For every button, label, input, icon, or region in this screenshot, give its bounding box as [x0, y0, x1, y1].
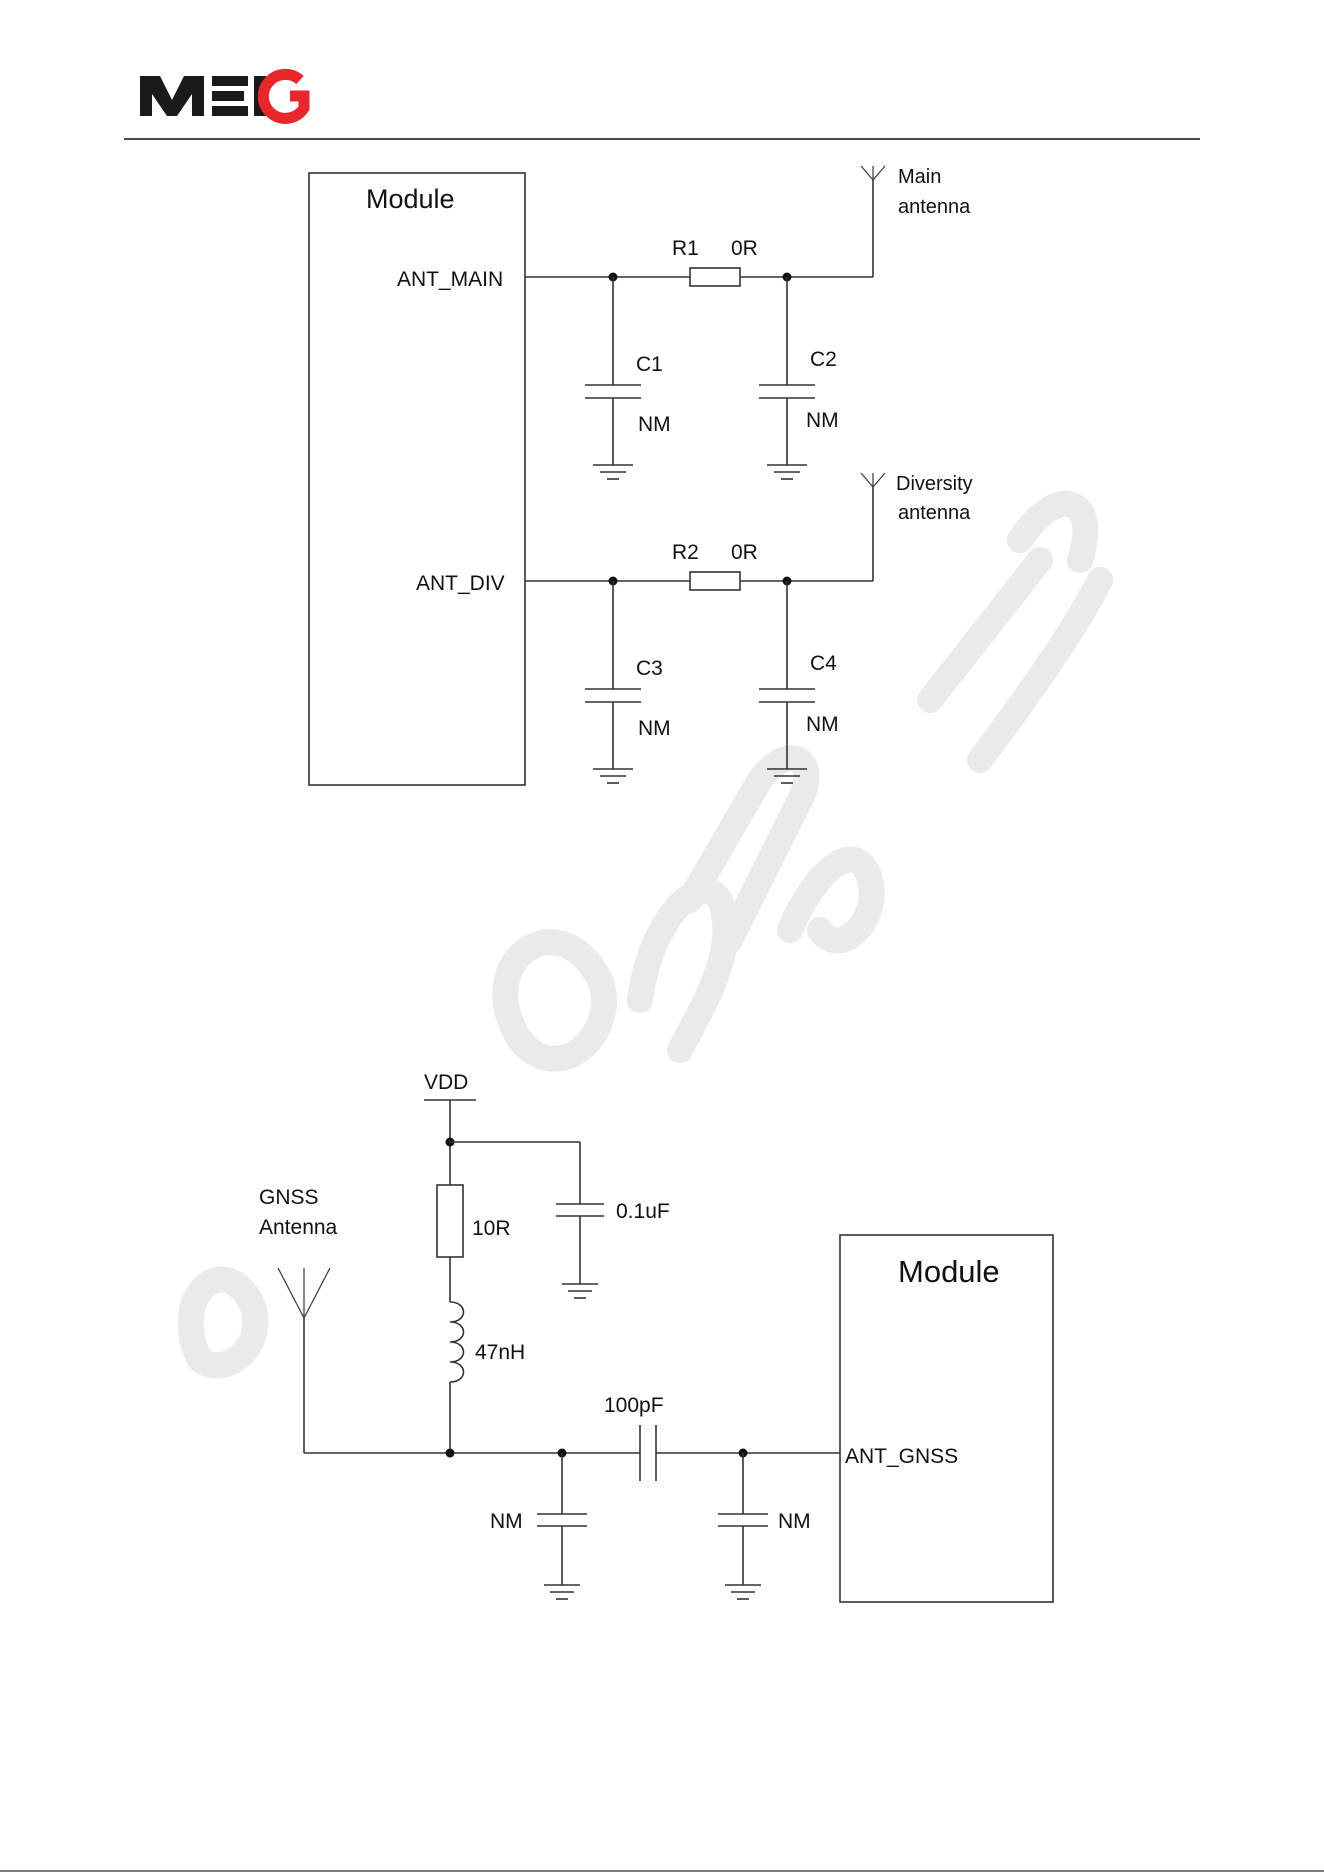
diversity-antenna-label-1: Diversity	[896, 473, 973, 495]
c4-name: C4	[810, 652, 837, 675]
gnss-antenna-label-2: Antenna	[259, 1216, 338, 1239]
module-block	[309, 173, 525, 785]
gnss-antenna-label-1: GNSS	[259, 1186, 319, 1209]
gnss-antenna-icon	[278, 1268, 330, 1318]
c3-name: C3	[636, 657, 663, 680]
antenna-main-diversity-diagram: Module ANT_MAIN R1 0R Main antenna C1	[309, 166, 973, 785]
pin-ant-div: ANT_DIV	[416, 572, 505, 595]
gnss-module-block	[840, 1235, 1053, 1602]
module-label: Module	[366, 184, 455, 214]
shunt-cap-left-value: NM	[490, 1510, 523, 1533]
main-antenna-icon	[861, 166, 885, 180]
capacitor-decoupling	[556, 1204, 604, 1298]
vdd-label: VDD	[424, 1071, 468, 1094]
resistor-r2	[690, 572, 740, 590]
decoupling-cap-value: 0.1uF	[616, 1200, 670, 1223]
resistor-10r	[437, 1185, 463, 1257]
inductor-value: 47nH	[475, 1341, 525, 1364]
gnss-antenna-diagram: VDD 0.1uF 10R 47nH GNSS Antenna	[259, 1071, 1053, 1602]
diversity-antenna-icon	[861, 473, 885, 487]
capacitor-shunt-right	[718, 1453, 768, 1599]
capacitor-c1	[585, 277, 641, 479]
r1-value: 0R	[731, 237, 758, 260]
resistor-r1	[690, 268, 740, 286]
main-antenna-label-2: antenna	[898, 196, 971, 218]
resistor-value: 10R	[472, 1217, 511, 1240]
c1-name: C1	[636, 353, 663, 376]
c3-value: NM	[638, 717, 671, 740]
c4-value: NM	[806, 713, 839, 736]
r1-name: R1	[672, 237, 699, 260]
shunt-cap-right-value: NM	[778, 1510, 811, 1533]
capacitor-series-100pf	[640, 1425, 656, 1481]
series-cap-value: 100pF	[604, 1394, 664, 1417]
capacitor-shunt-left	[537, 1453, 587, 1599]
main-antenna-label-1: Main	[898, 166, 941, 188]
r2-value: 0R	[731, 541, 758, 564]
c2-value: NM	[806, 409, 839, 432]
inductor-47nh	[450, 1302, 464, 1382]
c1-value: NM	[638, 413, 671, 436]
capacitor-c3	[585, 581, 641, 783]
pin-ant-main: ANT_MAIN	[397, 268, 503, 291]
capacitor-c2	[759, 277, 815, 479]
gnss-module-label: Module	[898, 1254, 1000, 1289]
c2-name: C2	[810, 348, 837, 371]
r2-name: R2	[672, 541, 699, 564]
gnss-pin-label: ANT_GNSS	[845, 1445, 958, 1468]
meig-logo	[140, 74, 304, 118]
diversity-antenna-label-2: antenna	[898, 502, 971, 524]
